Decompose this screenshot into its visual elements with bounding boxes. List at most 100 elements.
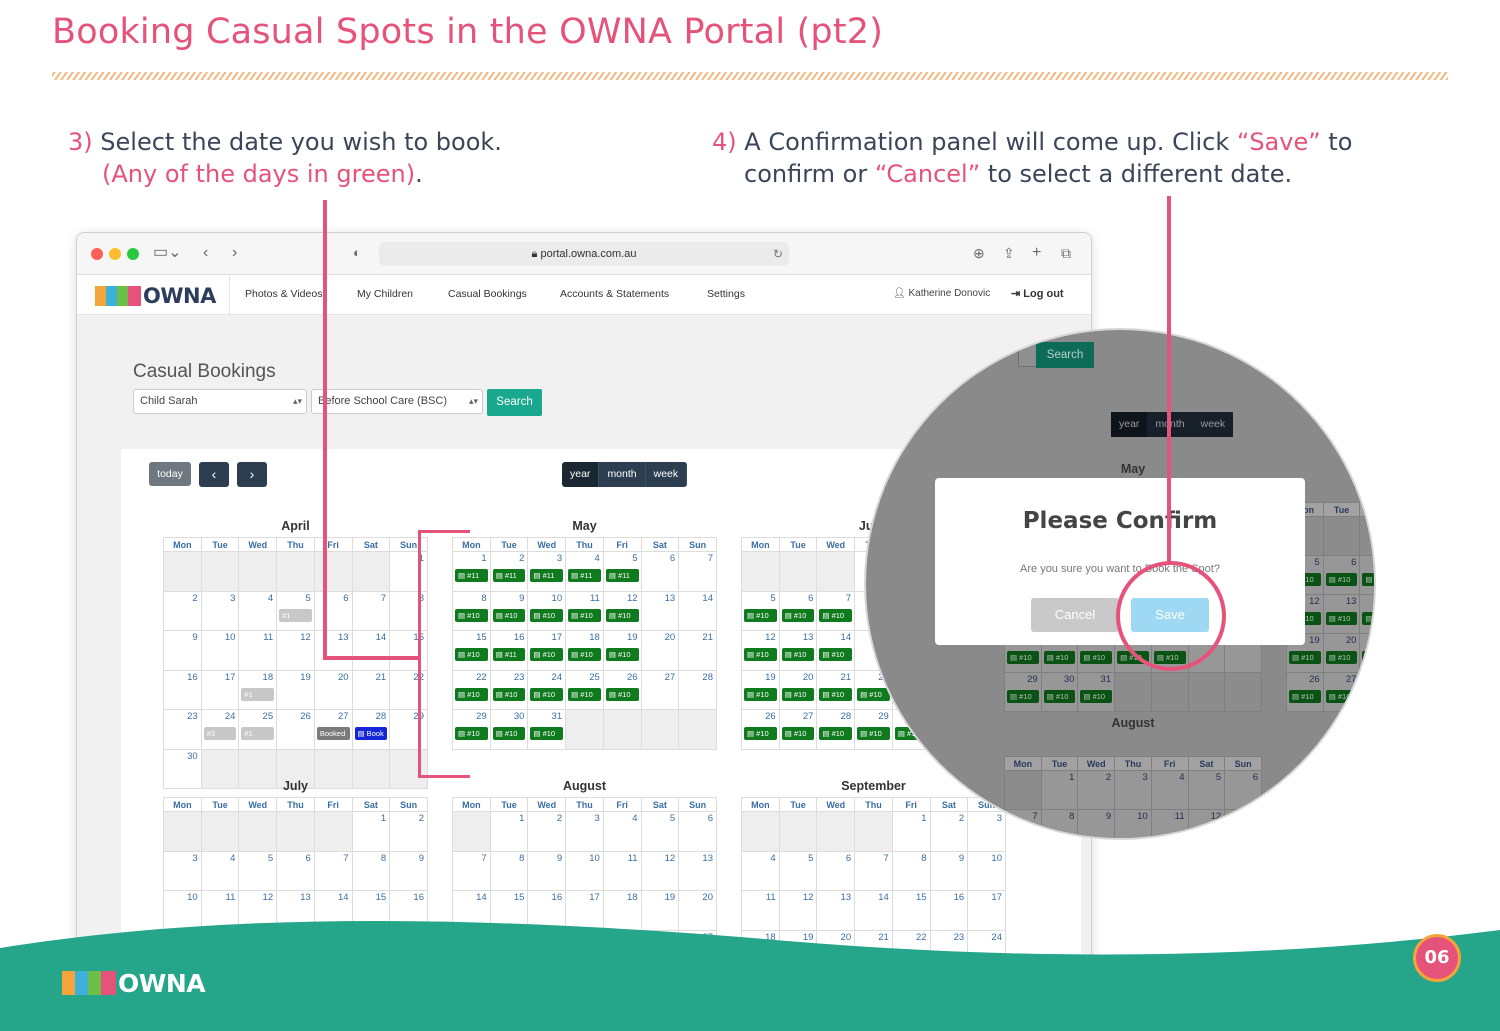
reload-icon[interactable]: ↻ [772,247,783,261]
booking-event[interactable]: #1 [241,727,275,740]
privacy-shield-icon[interactable]: ◐ [353,245,361,260]
booking-event[interactable]: #3 [203,727,237,740]
booking-event[interactable]: ▤ #10 [857,727,890,740]
day-cell[interactable]: 17 [967,890,1006,931]
day-cell[interactable]: 12 [276,630,315,671]
day-cell[interactable]: 19▤ #10 [602,630,642,671]
booking-event[interactable]: ▤ #10 [1325,651,1358,664]
booking-event[interactable]: ▤ #10 [781,727,815,740]
day-cell[interactable]: 12▤ #10 [741,630,780,671]
day-cell[interactable]: 15 [389,630,428,671]
booking-event[interactable]: ▤ #10 [530,687,564,701]
day-cell[interactable]: 6▤ #10 [778,590,818,631]
booking-event[interactable]: ▤ #10 [530,727,564,740]
forward-icon[interactable]: › [232,244,238,261]
booking-event[interactable]: ▤ #10 [1289,651,1321,664]
day-cell[interactable]: 28▤ Book [351,709,391,750]
day-cell[interactable]: 2▤ #11 [489,551,529,592]
booking-event[interactable]: ▤ #10 [1325,573,1358,586]
day-cell[interactable]: 7 [678,551,717,592]
close-window-button[interactable] [91,248,103,260]
booking-event[interactable]: ▤ #10 [530,648,564,661]
day-cell[interactable]: 12▤ #10 [602,590,642,631]
minimize-window-button[interactable] [109,248,121,260]
day-cell[interactable]: 16 [163,669,202,710]
child-select[interactable]: Child Sarah▴▾ [133,389,307,414]
view-year-button[interactable]: year [562,462,600,487]
day-cell[interactable]: 10 [967,850,1006,891]
nav-accounts-statements[interactable]: Accounts & Statements [560,288,670,300]
booking-event[interactable]: #1 [241,687,275,701]
booking-event[interactable]: ▤ #10 [1080,651,1113,664]
logout-link[interactable]: ⇥ Log out [1011,287,1064,300]
day-cell[interactable]: 12 [778,890,818,931]
prev-year-button[interactable]: ‹ [199,462,229,487]
day-cell[interactable]: 19 [640,890,680,931]
day-cell[interactable]: 6 [816,850,856,891]
day-cell[interactable]: 13 [640,590,680,631]
day-cell[interactable]: 3 [200,590,240,631]
day-cell[interactable]: 20▤ #10 [1322,633,1361,673]
back-icon[interactable]: ‹ [203,244,209,261]
booking-event[interactable]: ▤ #11 [455,569,488,582]
day-cell[interactable]: 4▤ #11 [565,551,604,592]
booking-event[interactable]: ▤ #10 [857,687,890,701]
day-cell[interactable]: 5▤ #10 [741,590,780,631]
day-cell[interactable]: 14▤ #10 [1359,594,1374,634]
day-cell[interactable]: 5#1 [276,590,315,631]
day-cell[interactable]: 20▤ #10 [778,669,818,710]
booking-event[interactable]: ▤ #11 [492,569,526,582]
user-menu[interactable]: 👤︎ Katherine Donovic [893,288,990,299]
day-cell[interactable]: 10 [163,890,202,931]
day-cell[interactable]: 4 [741,850,780,891]
zoom-window-button[interactable] [127,248,139,260]
cancel-button[interactable]: Cancel [1031,598,1119,632]
owna-logo[interactable]: OWNA [95,283,216,309]
nav-casual-bookings[interactable]: Casual Bookings [448,288,527,300]
day-cell[interactable]: 6 [1224,770,1262,810]
booking-event[interactable]: ▤ #11 [605,569,639,582]
booking-event[interactable]: Booked [316,727,350,740]
day-cell[interactable]: 13▤ #10 [1322,594,1361,634]
day-cell[interactable]: 29▤ #10 [1004,672,1042,712]
day-cell[interactable]: 16▤ #11 [489,630,529,671]
day-cell[interactable]: 25▤ #10 [565,669,604,710]
day-cell[interactable]: 1▤ #11 [452,551,491,592]
day-cell[interactable]: 29▤ #10 [452,709,491,750]
day-cell[interactable]: 21 [351,669,391,710]
day-cell[interactable]: 26 [276,709,315,750]
booking-event[interactable]: ▤ #10 [530,608,564,622]
day-cell[interactable]: 26▤ #10 [741,709,780,750]
booking-event[interactable]: ▤ #10 [781,648,815,661]
session-select[interactable]: Before School Care (BSC)▴▾ [311,389,483,414]
day-cell[interactable]: 19▤ #10 [741,669,780,710]
booking-event[interactable]: ▤ #10 [781,687,815,701]
day-cell[interactable]: 9 [1077,809,1116,838]
booking-event[interactable]: ▤ #10 [492,687,526,701]
day-cell[interactable]: 3 [163,850,202,891]
search-button[interactable]: Search [487,389,542,416]
booking-event[interactable]: ▤ Book [354,727,388,740]
day-cell[interactable]: 6 [678,811,717,852]
day-cell[interactable]: 11 [1150,809,1189,838]
day-cell[interactable]: 22▤ #10 [452,669,491,710]
day-cell[interactable]: 20 [313,669,353,710]
day-cell[interactable]: 13 [678,850,717,891]
day-cell[interactable]: 27▤ #10 [778,709,818,750]
day-cell[interactable]: 6▤ #10 [1322,555,1361,595]
booking-event[interactable]: ▤ #10 [819,648,853,661]
day-cell[interactable]: 10 [200,630,240,671]
day-cell[interactable]: 7▤ #10 [816,590,856,631]
next-year-button[interactable]: › [237,462,267,487]
booking-event[interactable]: ▤ #11 [568,569,601,582]
booking-event[interactable]: ▤ #10 [1362,573,1374,586]
day-cell[interactable]: 3▤ #11 [527,551,567,592]
booking-event[interactable]: ▤ #11 [492,648,526,661]
booking-event[interactable]: ▤ #10 [1043,690,1076,703]
day-cell[interactable]: 31▤ #10 [1077,672,1116,712]
day-cell[interactable]: 9 [163,630,202,671]
booking-event[interactable]: ▤ #10 [605,608,639,622]
day-cell[interactable]: 13 [313,630,353,671]
view-month-button[interactable]: month [599,462,646,487]
day-cell[interactable]: 13 [1224,809,1262,838]
